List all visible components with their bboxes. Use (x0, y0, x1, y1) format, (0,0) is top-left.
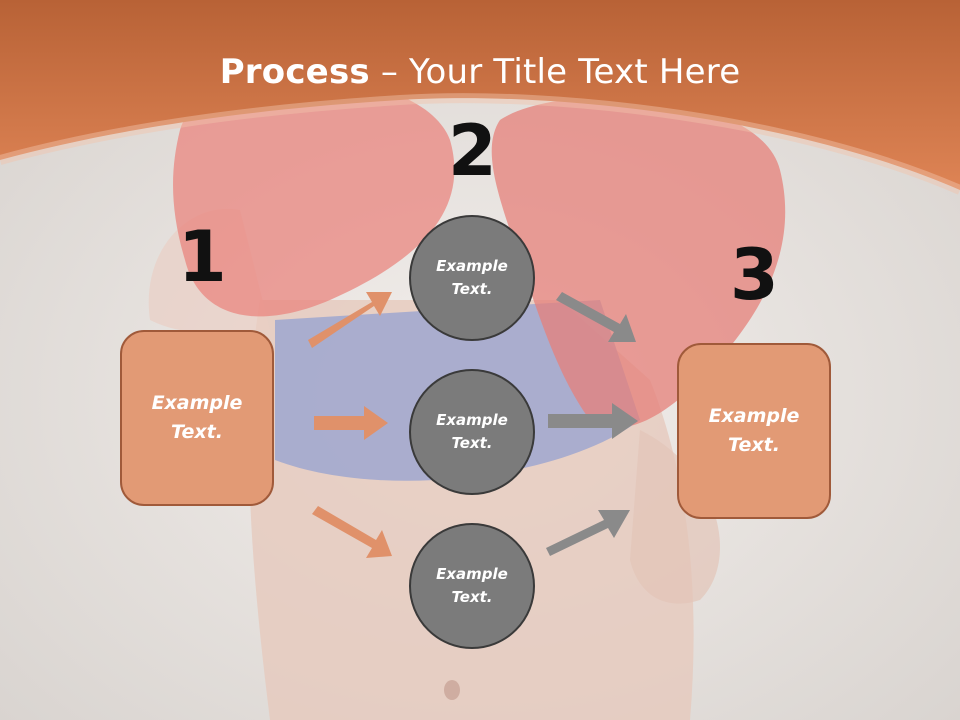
header-band (0, 0, 960, 195)
circle-3: Example Text. (409, 523, 535, 649)
title-rest: – Your Title Text Here (369, 52, 741, 92)
circle-3-text: Example Text. (436, 564, 508, 606)
left-box-text: Example Text. (151, 391, 243, 443)
step-number-3: 3 (730, 234, 779, 316)
circle-1: Example Text. (409, 215, 535, 341)
circle-2-text: Example Text. (436, 410, 508, 452)
circle-1-text: Example Text. (436, 256, 508, 298)
title-strong: Process (219, 52, 370, 92)
right-box: Example Text. (677, 343, 831, 519)
right-box-text: Example Text. (708, 404, 800, 456)
circle-2: Example Text. (409, 369, 535, 495)
slide-title: Process – Your Title Text Here (0, 52, 960, 92)
step-number-1: 1 (178, 216, 227, 298)
left-box: Example Text. (120, 330, 274, 506)
step-number-2: 2 (448, 110, 497, 192)
